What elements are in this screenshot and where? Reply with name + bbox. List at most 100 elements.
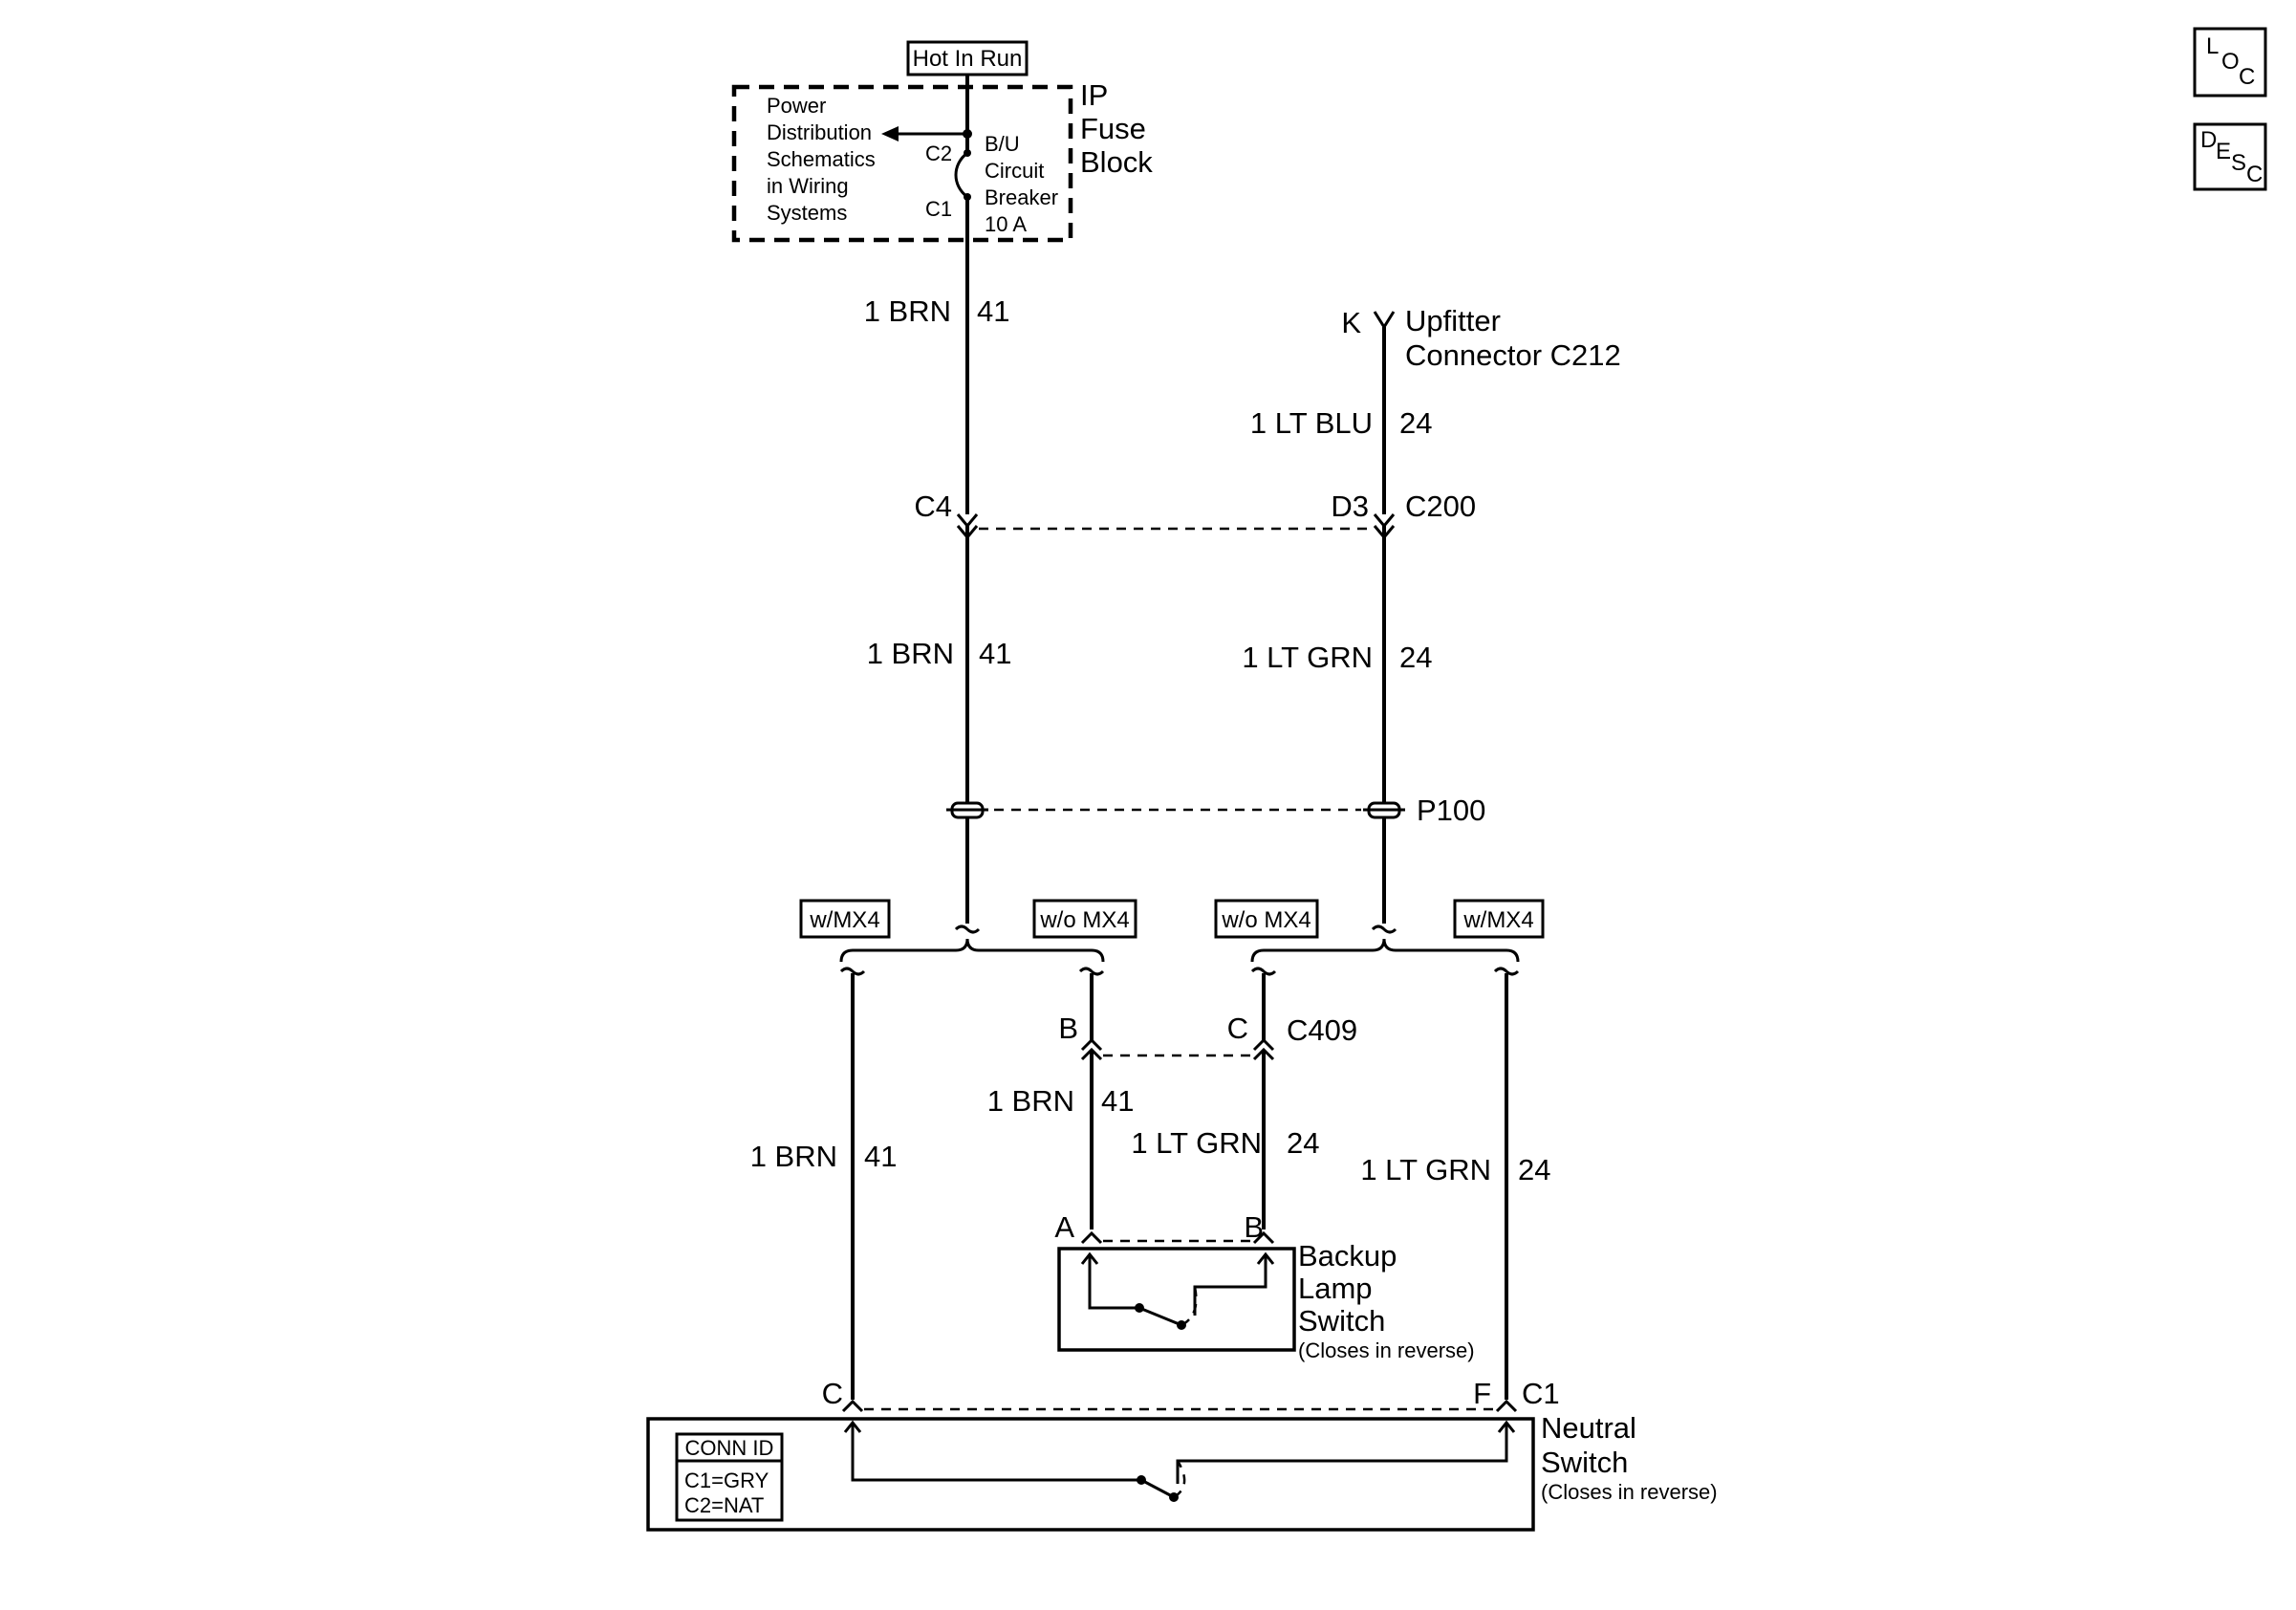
option-tag-w-mx4-left: w/MX4 xyxy=(799,899,891,939)
conn-id-title: CONN ID xyxy=(685,1436,774,1460)
neutral-pin-c: C xyxy=(822,1377,843,1410)
connector-c200: C4 D3 C200 xyxy=(914,490,1476,540)
connector-terminal-icon xyxy=(1080,1230,1103,1245)
desc-letter-d: D xyxy=(2200,127,2217,153)
backup-switch-label-3: Switch xyxy=(1298,1304,1385,1338)
backup-lamp-switch: A B Backup Lamp Switch (Closes in revers… xyxy=(1054,1210,1474,1362)
breaker-label-1: B/U xyxy=(985,132,1020,156)
option-tag-wo-mx4-left: w/o MX4 xyxy=(1032,899,1137,939)
conn-id-c1: C1=GRY xyxy=(684,1469,769,1492)
loc-letter-l: L xyxy=(2206,33,2219,59)
c409-name: C409 xyxy=(1287,1013,1357,1047)
switch-actuator-dashed xyxy=(1173,1460,1186,1499)
wire-color-label: 1 LT GRN xyxy=(1242,641,1373,674)
loc-button[interactable]: L O C xyxy=(2193,27,2267,98)
wire-color-label: 1 BRN xyxy=(987,1084,1074,1118)
pds-label-4: in Wiring xyxy=(767,174,849,198)
desc-letter-s: S xyxy=(2231,150,2246,176)
neutral-switch-label-2: Switch xyxy=(1541,1446,1628,1479)
wire-circuit-label: 24 xyxy=(1399,641,1432,674)
backup-pin-a: A xyxy=(1054,1210,1074,1244)
ip-fuse-block: IP Fuse Block Power Distribution Schemat… xyxy=(731,78,1153,243)
conn-id-table: CONN ID C1=GRY C2=NAT xyxy=(675,1432,784,1522)
option-break-icon xyxy=(1371,925,1397,934)
breaker-pin-c1: C1 xyxy=(925,197,952,221)
p100-name: P100 xyxy=(1417,794,1485,827)
switch-lead-right xyxy=(1176,1425,1508,1484)
hot-in-run-label: Hot In Run xyxy=(913,46,1023,72)
breaker-label-3: Breaker xyxy=(985,185,1058,209)
upfitter-pin-label: K xyxy=(1341,306,1361,339)
wire-circuit-label: 24 xyxy=(1399,406,1432,440)
pds-label-2: Distribution xyxy=(767,120,872,144)
pds-label-5: Systems xyxy=(767,201,847,225)
wire-color-label: 1 BRN xyxy=(867,637,954,670)
option-break-icon xyxy=(839,967,866,976)
switch-lead-right xyxy=(1193,1256,1267,1316)
backup-switch-label-2: Lamp xyxy=(1298,1272,1373,1305)
backup-switch-label-1: Backup xyxy=(1298,1239,1397,1273)
option-brace-left xyxy=(839,938,1105,963)
upfitter-connector-c212: K Upfitter Connector C212 xyxy=(1341,304,1620,372)
backup-switch-note: (Closes in reverse) xyxy=(1298,1338,1475,1362)
upfitter-label-1: Upfitter xyxy=(1405,304,1501,337)
backup-pin-b: B xyxy=(1244,1210,1264,1244)
neutral-switch: C F C1 CONN ID C1=GRY C2=NAT Neutral Swi… xyxy=(646,1377,1718,1532)
connector-male-icon xyxy=(1252,1037,1275,1052)
option-brace-right xyxy=(1250,938,1520,963)
wire-circuit-label: 41 xyxy=(1101,1084,1134,1118)
terminal-arrow-icon xyxy=(1256,1251,1275,1265)
hot-in-run-tag: Hot In Run xyxy=(906,40,1029,76)
neutral-switch-body xyxy=(646,1417,1535,1532)
desc-button[interactable]: D E S C xyxy=(2193,122,2267,191)
wire-color-label: 1 LT GRN xyxy=(1131,1126,1262,1160)
neutral-switch-label-1: Neutral xyxy=(1541,1411,1636,1445)
circuit-breaker-icon xyxy=(954,151,968,199)
breaker-label-2: Circuit xyxy=(985,159,1044,183)
neutral-pin-f: F xyxy=(1473,1377,1491,1410)
switch-lead-left xyxy=(1088,1256,1139,1310)
neutral-connector-name: C1 xyxy=(1522,1377,1560,1410)
c409-pin-right: C xyxy=(1227,1012,1248,1045)
upfitter-label-2: Connector C212 xyxy=(1405,338,1621,372)
loc-letter-c: C xyxy=(2239,64,2255,90)
connector-male-icon xyxy=(1080,1037,1103,1052)
connector-terminal-icon xyxy=(841,1399,864,1413)
option-label: w/o MX4 xyxy=(1221,907,1310,933)
fuse-block-label-3: Block xyxy=(1080,145,1153,179)
fuse-block-label-1: IP xyxy=(1080,78,1108,112)
wire-color-label: 1 BRN xyxy=(864,294,951,328)
switch-lead-left xyxy=(851,1425,1141,1482)
option-break-icon xyxy=(1078,967,1105,976)
conn-id-c2: C2=NAT xyxy=(684,1493,764,1517)
terminal-arrow-icon xyxy=(1497,1420,1516,1433)
wire-circuit-label: 24 xyxy=(1287,1126,1319,1160)
c200-pin-left: C4 xyxy=(914,490,952,523)
wire-circuit-label: 41 xyxy=(864,1140,897,1173)
wire-color-label: 1 LT GRN xyxy=(1360,1153,1491,1186)
option-break-icon xyxy=(1493,967,1520,976)
wire-color-label: 1 BRN xyxy=(750,1140,837,1173)
c409-pin-left: B xyxy=(1058,1012,1078,1045)
connector-terminal-icon xyxy=(1252,1230,1275,1245)
switch-blade-icon xyxy=(1140,1478,1175,1499)
neutral-switch-note: (Closes in reverse) xyxy=(1541,1480,1718,1504)
wire-circuit-label: 41 xyxy=(979,637,1011,670)
option-tag-wo-mx4-right: w/o MX4 xyxy=(1214,899,1319,939)
desc-letter-c: C xyxy=(2246,162,2263,187)
backup-switch-body xyxy=(1057,1247,1296,1352)
connector-male-icon xyxy=(956,513,979,529)
option-break-icon xyxy=(1250,967,1277,976)
option-label: w/MX4 xyxy=(1462,907,1533,933)
pass-through-p100: P100 xyxy=(946,794,1485,827)
wire-color-label: 1 LT BLU xyxy=(1250,406,1373,440)
wire-circuit-label: 24 xyxy=(1518,1153,1550,1186)
option-label: w/o MX4 xyxy=(1039,907,1129,933)
switch-blade-icon xyxy=(1138,1306,1182,1327)
pds-label-3: Schematics xyxy=(767,147,876,171)
breaker-pin-c2: C2 xyxy=(925,141,952,165)
pds-arrow-icon xyxy=(881,126,899,141)
wire-circuit-label: 41 xyxy=(977,294,1009,328)
terminal-arrow-icon xyxy=(843,1420,862,1433)
